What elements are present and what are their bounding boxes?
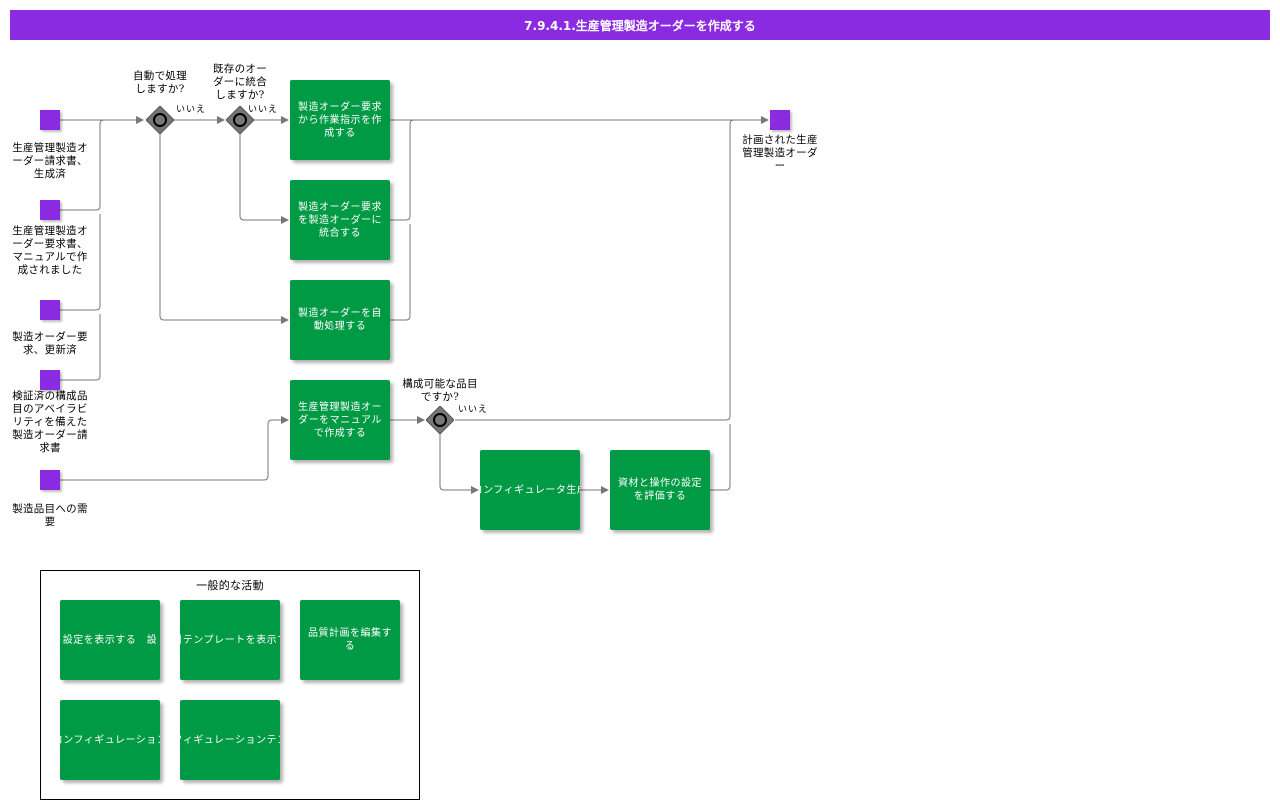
flow-t3-merge — [390, 224, 411, 321]
group-task-view-settings[interactable]: 設定を表示する 設 — [60, 600, 160, 680]
end-event-label: 計画された生産管理製造オーダー — [742, 134, 818, 172]
flow-start4-merge — [60, 314, 101, 381]
gateway-auto-process-label: 自動で処理しますか? — [133, 70, 187, 95]
task-create-work-order[interactable]: 製造オーダー要求から作業指示を作成する — [290, 80, 390, 160]
start-event-5[interactable] — [40, 470, 60, 490]
group-task-configuration-template-label: コンフィギュレーションテンプレ — [180, 734, 280, 746]
start-event-1-label: 生産管理製造オーダー請求書、生成済 — [12, 142, 88, 180]
flow-label-no-1: いいえ — [176, 105, 207, 115]
flow-g1-t3 — [159, 134, 289, 324]
flow-g2-t2 — [239, 134, 289, 224]
gateway-configurable-label: 構成可能な品目ですか? — [402, 378, 478, 403]
task-auto-process-order[interactable]: 製造オーダーを自動処理する — [290, 280, 390, 360]
group-task-edit-quality-plan[interactable]: 品質計画を編集する — [300, 600, 400, 680]
start-event-2-label: 生産管理製造オーダー要求書、マニュアルで作成されました — [12, 225, 88, 276]
task-evaluate-settings[interactable]: 資材と操作の設定を評価する — [610, 450, 710, 530]
flow-g3-end — [455, 119, 735, 421]
group-task-view-template[interactable]: 品目テンプレートを表示する — [180, 600, 280, 680]
flow-g3-t5 — [439, 434, 479, 494]
diagram-title: 7.9.4.1.生産管理製造オーダーを作成する — [10, 10, 1270, 40]
flow-t2-merge — [390, 119, 415, 221]
start-event-3[interactable] — [40, 300, 60, 320]
task-configurator-generate-label: コンフィギュレータ生成 — [480, 484, 580, 496]
end-event[interactable] — [770, 110, 790, 130]
flow-label-no-2: いいえ — [248, 105, 279, 115]
group-task-configuration-label: コンフィギュレーション — [60, 734, 160, 746]
gateway-configurable[interactable] — [426, 406, 454, 434]
start-event-2[interactable] — [40, 200, 60, 220]
gateway-merge-existing[interactable] — [226, 106, 254, 134]
gateway-merge-existing-label: 既存のオーダーに統合しますか? — [213, 63, 267, 101]
start-event-5-label: 製造品目への需要 — [12, 503, 88, 528]
general-activities-group — [40, 570, 420, 800]
flow-start2-merge — [60, 119, 105, 211]
gateway-auto-process[interactable] — [146, 106, 174, 134]
group-task-configuration-template[interactable]: コンフィギュレーションテンプレ — [180, 700, 280, 780]
start-event-4-label: 検証済の構成品目のアベイラビリティを備えた製造オーダー請求書 — [12, 390, 88, 454]
group-task-view-settings-label: 設定を表示する 設 — [62, 634, 158, 646]
group-task-configuration[interactable]: コンフィギュレーション — [60, 700, 160, 780]
start-event-3-label: 製造オーダー要求、更新済 — [12, 331, 88, 356]
task-create-manually[interactable]: 生産管理製造オーダーをマニュアルで作成する — [290, 380, 390, 460]
flow-start5-t4 — [60, 416, 289, 481]
task-merge-into-order[interactable]: 製造オーダー要求を製造オーダーに統合する — [290, 180, 390, 260]
flow-start3-merge — [60, 214, 101, 311]
start-event-1[interactable] — [40, 110, 60, 130]
flow-t6-merge — [710, 424, 731, 491]
group-task-view-template-label: 品目テンプレートを表示する — [180, 634, 280, 646]
task-configurator-generate[interactable]: コンフィギュレータ生成 — [480, 450, 580, 530]
general-activities-title: 一般的な活動 — [196, 579, 264, 592]
flow-label-no-3: いいえ — [458, 405, 489, 415]
start-event-4[interactable] — [40, 370, 60, 390]
